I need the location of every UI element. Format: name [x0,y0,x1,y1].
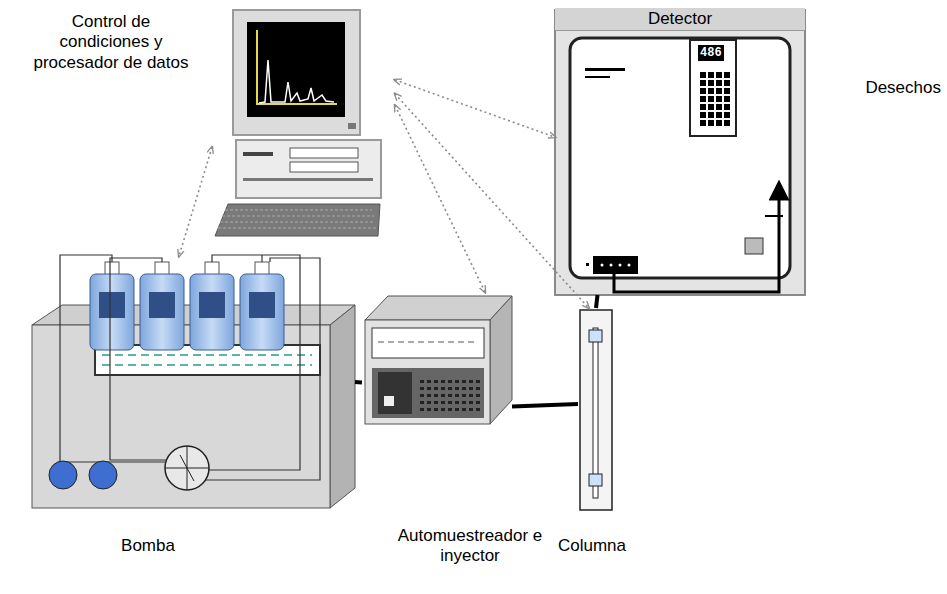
autosampler-illustration [365,296,512,424]
pump-node: Bomba [35,256,355,508]
computer-illustration [215,10,381,236]
detector-header: Detector [555,8,805,31]
autosampler-node: Automuestreador e inyector [362,292,512,425]
detector-node: Detector [555,8,805,295]
solvent-bottles [90,262,284,350]
pump-illustration [32,255,355,508]
flow-tube [355,380,362,384]
flow-tube [596,295,598,308]
column-illustration [580,310,612,510]
detector-illustration [555,10,805,295]
control-link [179,147,212,256]
column-node: Columna [578,308,614,512]
component-label: Automuestreador e inyector [370,526,570,567]
component-label: Control de condiciones y procesador de d… [32,12,190,73]
flow-tube [512,404,578,407]
control-link [395,105,485,292]
computer-node: Control de condiciones y procesador de d… [212,8,395,240]
display-readout: 486 [698,45,724,61]
control-link [395,80,555,137]
component-label: Bomba [73,536,223,556]
control-link [395,94,589,308]
component-label: Columna [532,536,652,556]
waste-label: Desechos [865,78,941,98]
waste-line [614,190,779,292]
